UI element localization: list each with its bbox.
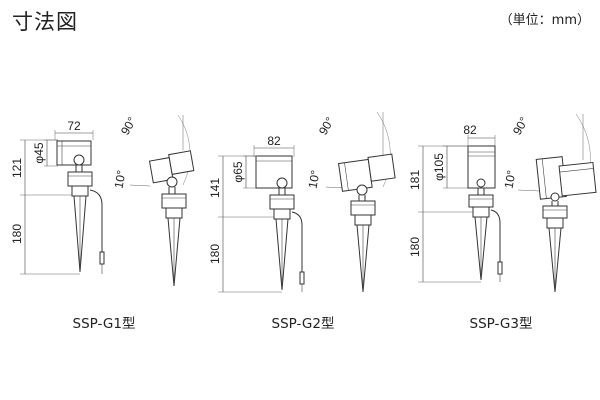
- model-label-g1: SSP-G1型: [72, 316, 136, 332]
- model-g1-front-view: [20, 130, 105, 275]
- unit-label: （単位：mm）: [499, 13, 590, 28]
- model-label-g3: SSP-G3型: [469, 316, 533, 332]
- model-label-g2: SSP-G2型: [271, 316, 335, 332]
- model-g2-head-width: 82: [267, 134, 281, 148]
- model-g2-diameter: φ65: [231, 161, 245, 182]
- model-g2-angle-max: 90°: [316, 114, 337, 137]
- model-g3-side-view: [517, 113, 597, 293]
- page-title: 寸法図: [12, 10, 78, 34]
- model-g3-head-height: 181: [408, 170, 422, 190]
- model-g1-stake-length: 180: [10, 224, 24, 244]
- model-g2-stake-length: 180: [208, 244, 222, 264]
- model-g3-diameter: φ105: [432, 153, 446, 181]
- model-g3-angle-max: 90°: [510, 114, 531, 137]
- model-g3-front-view: [418, 135, 503, 283]
- model-g2-head-height: 141: [208, 178, 222, 198]
- model-g2-angle-min: 10°: [306, 169, 323, 189]
- model-g3-stake-length: 180: [408, 237, 422, 257]
- model-g1-side-view: [129, 114, 195, 287]
- model-g1-angle-max: 90°: [118, 114, 139, 137]
- model-g1-angle-min: 10°: [112, 169, 129, 189]
- model-g2-front-view: [218, 145, 305, 293]
- model-g2-side-view: [325, 111, 396, 293]
- model-g1-diameter: φ45: [32, 142, 46, 163]
- model-g1-head-height: 121: [10, 158, 24, 178]
- model-g1-head-width: 72: [67, 119, 81, 133]
- model-g3-head-width: 82: [463, 123, 477, 137]
- model-g3-angle-min: 10°: [502, 169, 519, 189]
